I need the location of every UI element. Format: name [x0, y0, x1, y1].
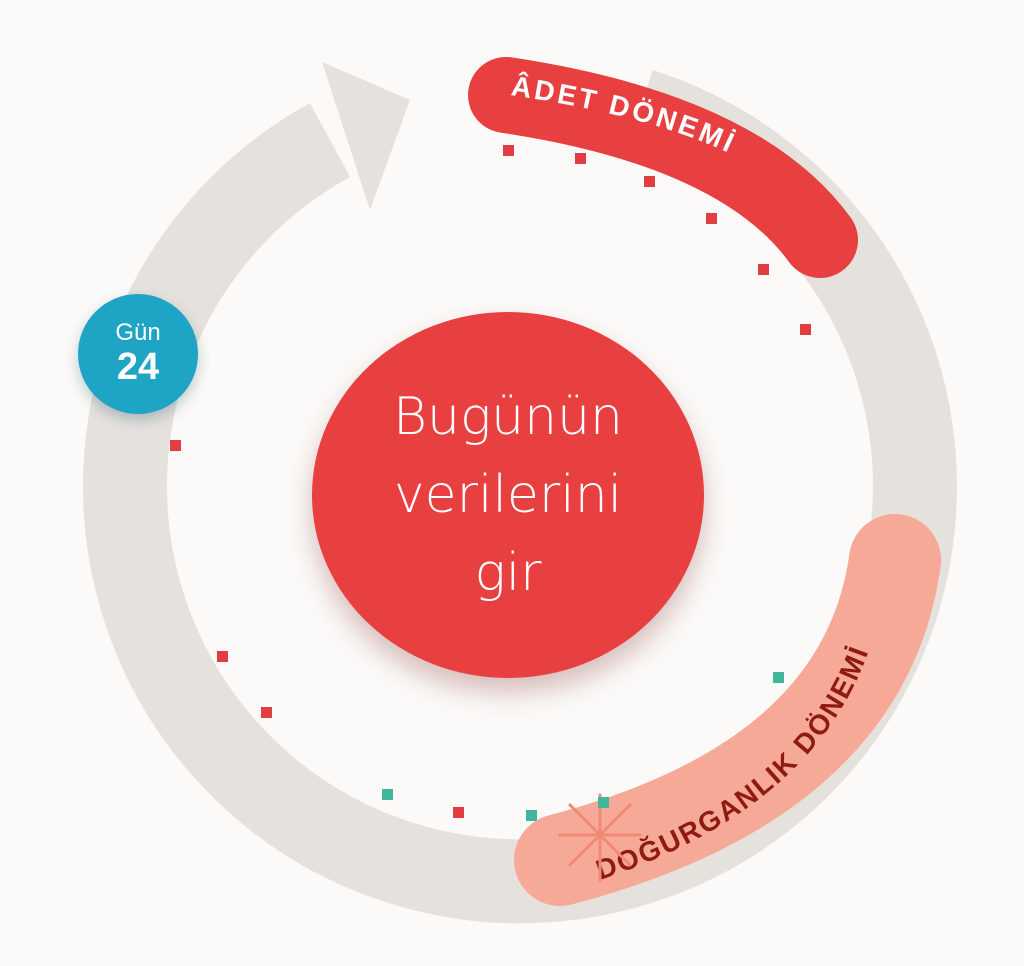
day-dot [261, 707, 272, 718]
day-dot [453, 807, 464, 818]
cycle-arrowhead [322, 62, 410, 210]
day-dot [800, 324, 811, 335]
day-dot [773, 672, 784, 683]
log-today-label: Bugünün verilerini gir [392, 387, 624, 603]
day-dot [382, 789, 393, 800]
day-dot [217, 651, 228, 662]
current-day-badge[interactable]: Gün 24 [78, 294, 198, 414]
day-dot [598, 797, 609, 808]
day-dot [503, 145, 514, 156]
ovulation-burst-icon [558, 793, 642, 882]
day-dot [575, 153, 586, 164]
period-band[interactable] [468, 57, 858, 278]
day-dot [706, 213, 717, 224]
day-label: Gün [115, 319, 161, 346]
day-dot [644, 176, 655, 187]
day-dot [526, 810, 537, 821]
day-dot [758, 264, 769, 275]
day-dot [170, 440, 181, 451]
log-today-button[interactable]: Bugünün verilerini gir [312, 312, 704, 678]
day-number: 24 [116, 346, 160, 388]
